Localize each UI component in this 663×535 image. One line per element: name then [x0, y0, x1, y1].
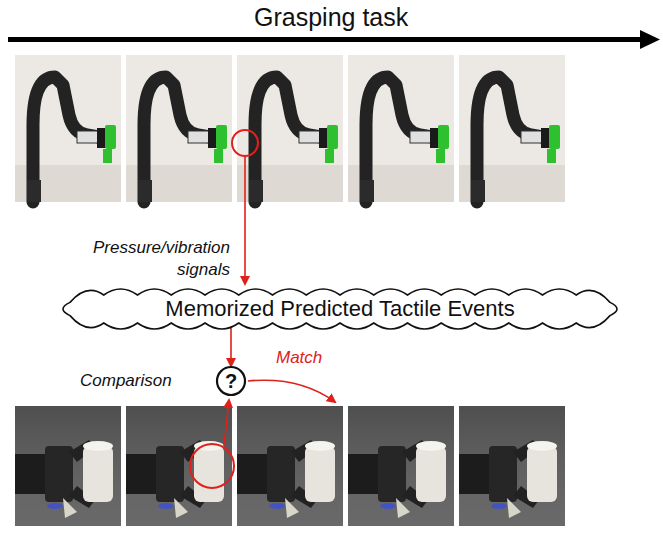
- timeline-bar: [8, 37, 646, 42]
- robot-photo: [237, 55, 343, 202]
- timeline-arrowhead: [640, 30, 660, 49]
- connector-arrow: [230, 327, 232, 366]
- match-arrow: [248, 380, 335, 402]
- node-text: Memorized Predicted Tactile Events: [60, 296, 620, 322]
- signal-label: Pressure/vibration signals: [40, 237, 230, 281]
- signal-arrow: [244, 156, 246, 284]
- robot-photo: [15, 55, 121, 202]
- decision-circle: ?: [216, 366, 246, 396]
- match-label: Match: [276, 348, 322, 368]
- cloud-node: Memorized Predicted Tactile Events: [60, 287, 620, 331]
- gripper-photo: [237, 406, 343, 526]
- gripper-photo: [15, 406, 121, 526]
- gripper-photo: [126, 406, 232, 526]
- robot-photo: [126, 55, 232, 202]
- gripper-photo: [459, 406, 565, 526]
- compare-arrow: [224, 400, 229, 446]
- highlight-circle: [232, 130, 258, 156]
- title: Grasping task: [254, 3, 408, 32]
- comparison-label: Comparison: [80, 371, 172, 391]
- robot-photo: [459, 55, 565, 202]
- node-text: ?: [216, 370, 246, 393]
- gripper-photo: [348, 406, 454, 526]
- highlight-circle: [190, 444, 234, 488]
- robot-photo: [348, 55, 454, 202]
